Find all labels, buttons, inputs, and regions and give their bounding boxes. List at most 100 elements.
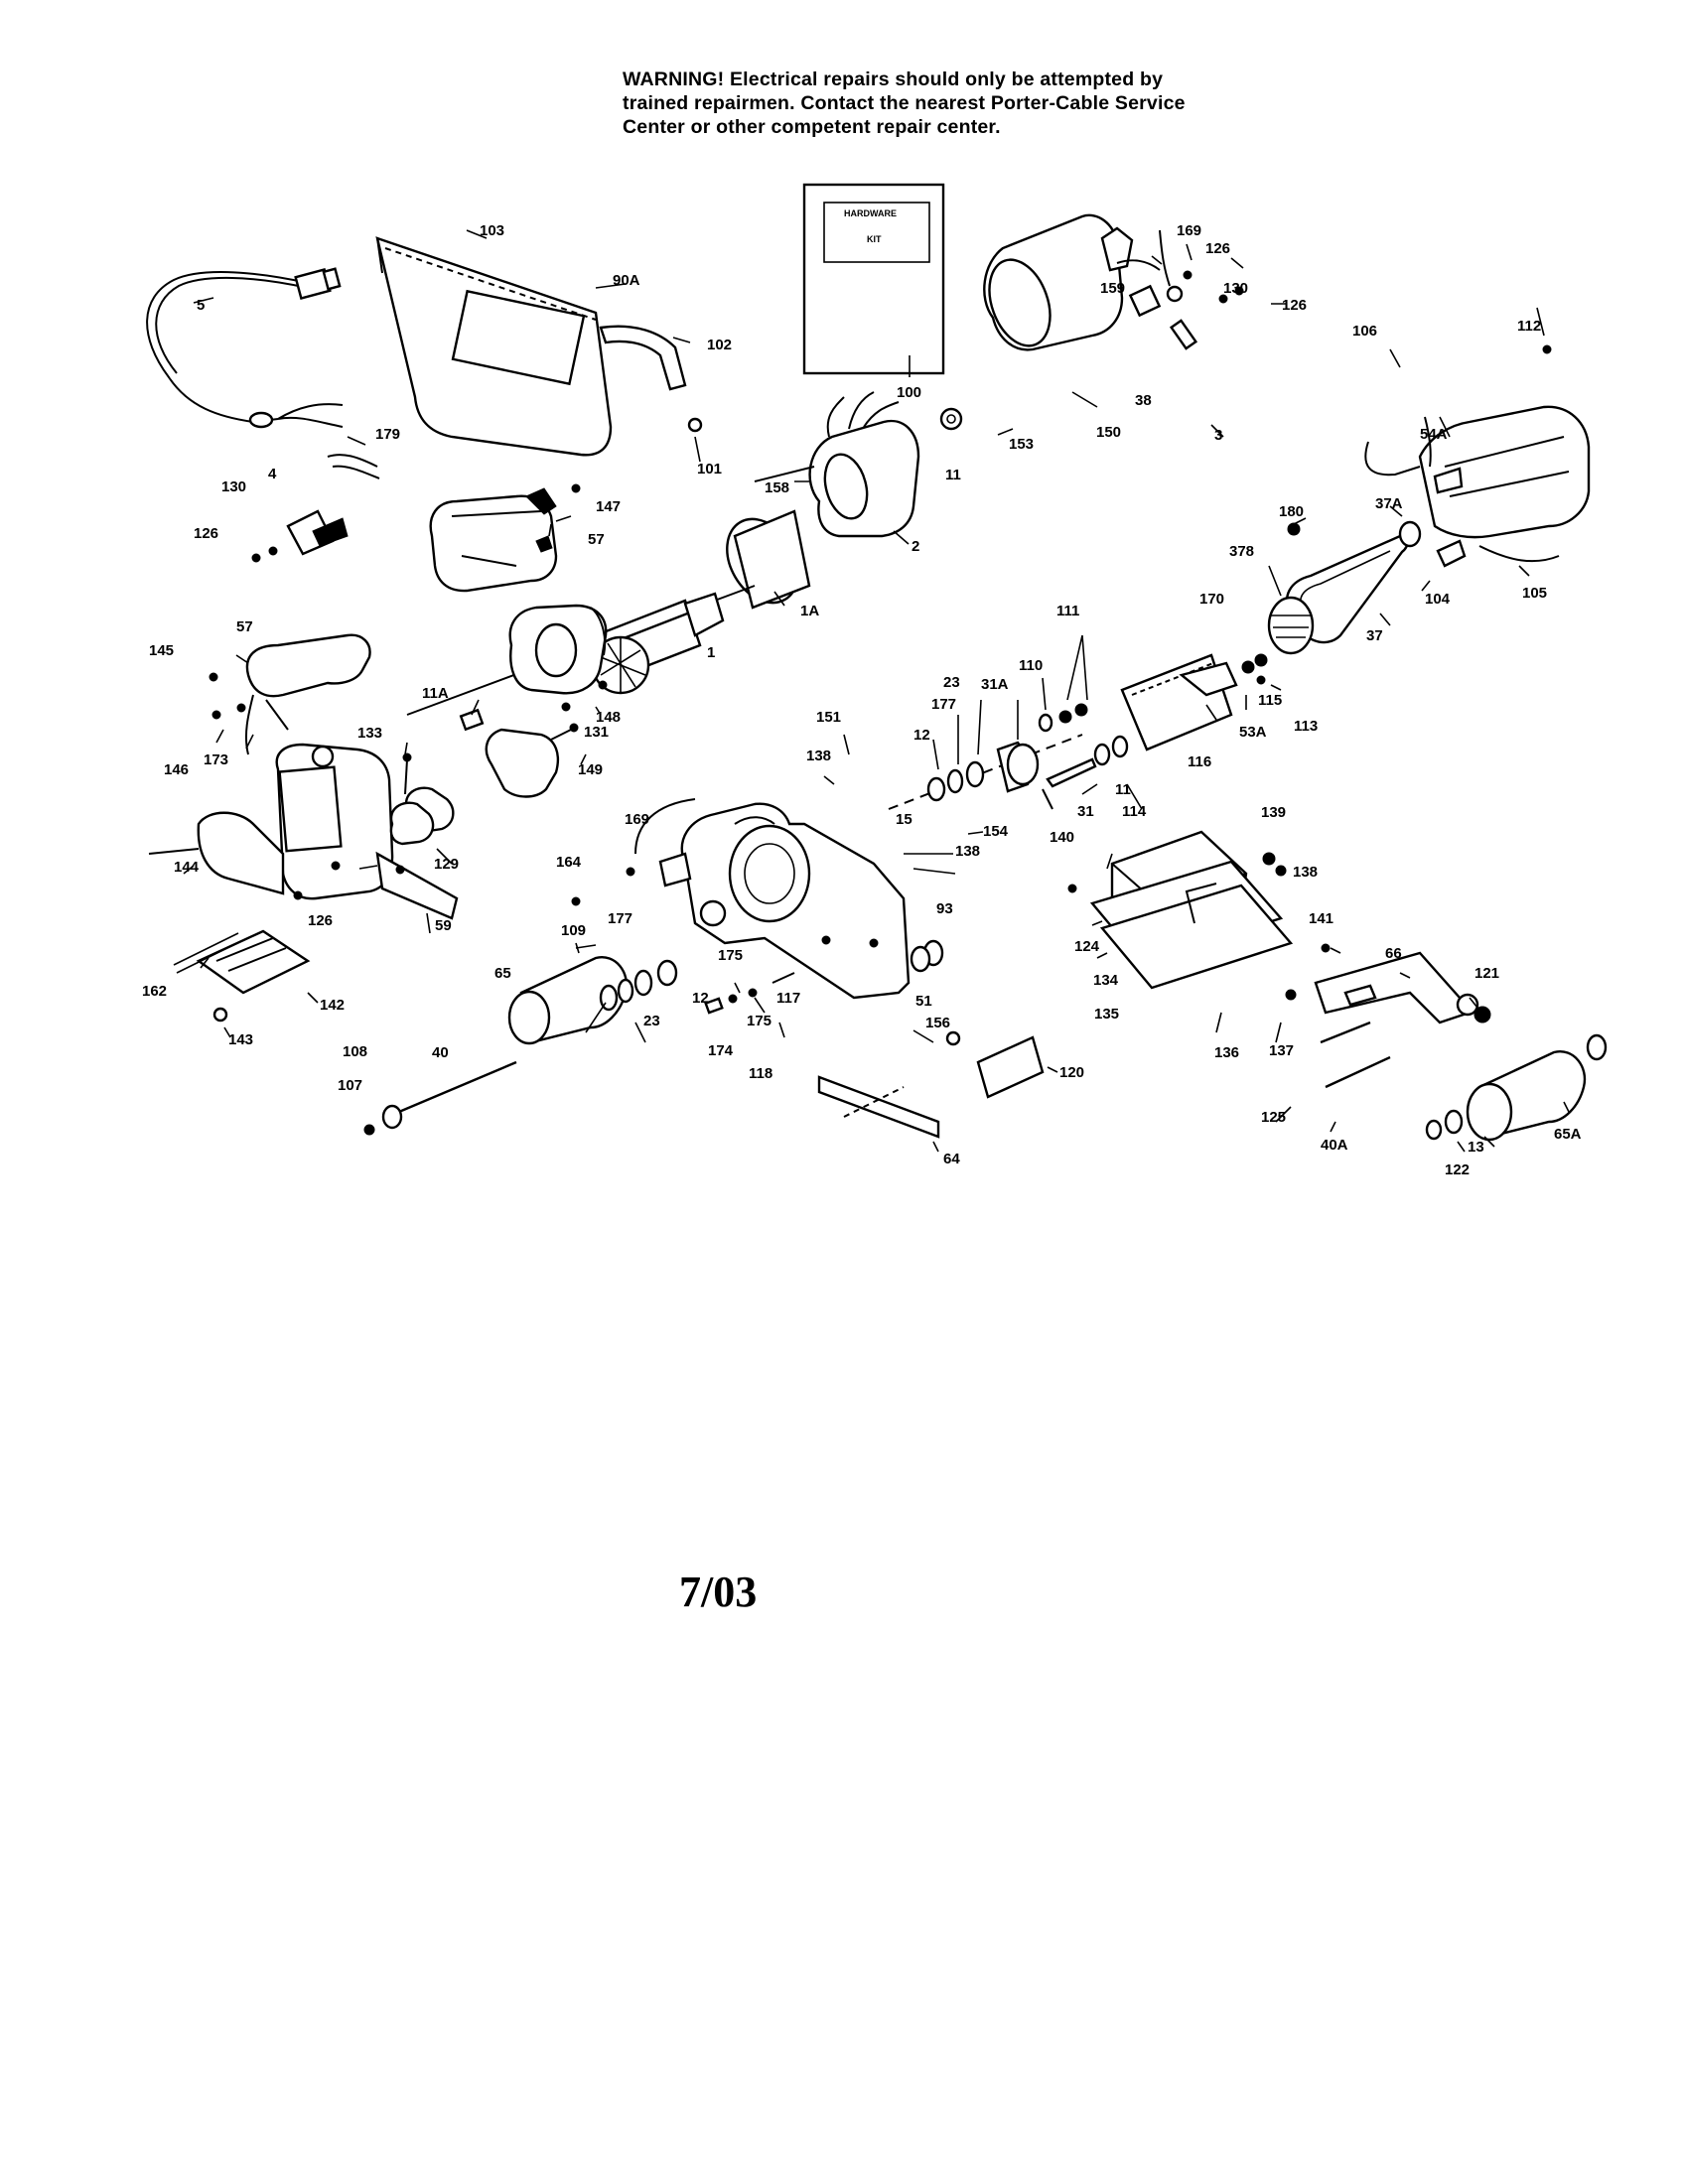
label-31: 31: [1077, 803, 1094, 820]
label-102: 102: [707, 337, 732, 353]
label-149: 149: [578, 761, 603, 778]
label-93: 93: [936, 900, 953, 917]
date-code: 7/03: [679, 1568, 758, 1616]
motor-cap: [983, 213, 1134, 351]
label-122: 122: [1445, 1161, 1470, 1178]
part-labels: 103 90A 5 102 101 100 169 126 159 130 12…: [142, 222, 1582, 1178]
warning-line-2: trained repairmen. Contact the nearest P…: [623, 92, 1186, 114]
label-145: 145: [149, 642, 174, 659]
warning-line-1: WARNING! Electrical repairs should only …: [623, 68, 1164, 90]
label-162: 162: [142, 983, 167, 1000]
label-38: 38: [1135, 392, 1152, 409]
wear-plate: [817, 1030, 1045, 1139]
dust-bag: [375, 236, 703, 457]
rear-cover: [1364, 344, 1591, 568]
label-143: 143: [228, 1031, 253, 1048]
handle-half-upper: [429, 483, 581, 593]
label-124: 124: [1074, 938, 1100, 955]
tension-arm: [1314, 943, 1491, 1089]
label-90a: 90A: [613, 272, 640, 289]
warning-line-3: Center or other competent repair center.: [623, 116, 1001, 138]
label-31a: 31A: [981, 676, 1009, 693]
label-179: 179: [375, 426, 400, 443]
label-112: 112: [1517, 318, 1541, 335]
label-144: 144: [174, 859, 200, 876]
wire-lead: [571, 798, 696, 906]
label-57-upper: 57: [588, 531, 605, 548]
label-142: 142: [320, 997, 345, 1014]
hardware-kit-label-2: KIT: [867, 234, 882, 244]
rear-drum: [1425, 1033, 1608, 1142]
label-40a: 40A: [1321, 1137, 1348, 1154]
label-12-upper: 12: [913, 727, 930, 744]
label-164: 164: [556, 854, 582, 871]
label-110: 110: [1019, 657, 1043, 674]
label-134: 134: [1093, 972, 1119, 989]
label-114: 114: [1122, 803, 1147, 820]
label-151: 151: [816, 709, 841, 726]
label-59: 59: [435, 917, 452, 934]
label-104: 104: [1425, 591, 1451, 608]
hardware-kit-box: HARDWARE KIT: [802, 183, 945, 375]
rear-housing: [148, 743, 459, 920]
label-126-left: 126: [194, 525, 218, 542]
label-115: 115: [1258, 692, 1282, 709]
drive-train: [888, 703, 1129, 973]
brush-holder-parts: [939, 229, 1244, 431]
label-37a: 37A: [1375, 495, 1403, 512]
label-169-mid: 169: [625, 811, 649, 828]
label-125: 125: [1261, 1109, 1286, 1126]
label-126-lower: 126: [308, 912, 333, 929]
label-139: 139: [1261, 804, 1286, 821]
label-133: 133: [357, 725, 382, 742]
platen-plate: [173, 929, 311, 1023]
label-107: 107: [338, 1077, 362, 1094]
label-120: 120: [1059, 1064, 1084, 1081]
dust-chute: [389, 752, 455, 846]
label-129: 129: [434, 856, 459, 873]
label-138-upper: 138: [806, 748, 831, 764]
label-23-upper: 23: [943, 674, 960, 691]
label-118: 118: [749, 1065, 772, 1082]
label-158: 158: [765, 479, 789, 496]
base-shoe: [1067, 830, 1297, 1001]
label-136: 136: [1214, 1044, 1239, 1061]
label-1a: 1A: [800, 603, 819, 619]
field-coil: [754, 391, 920, 538]
switch: [251, 454, 380, 563]
label-180: 180: [1279, 503, 1304, 520]
label-126-right: 126: [1282, 297, 1307, 314]
exploded-parts-diagram: HARDWARE KIT: [142, 183, 1608, 1178]
label-159: 159: [1100, 280, 1125, 297]
label-148: 148: [596, 709, 621, 726]
label-177-upper: 177: [931, 696, 956, 713]
label-66: 66: [1385, 945, 1402, 962]
end-bracket: [459, 604, 608, 732]
front-drum: [363, 956, 795, 1136]
label-130-top: 130: [1223, 280, 1248, 297]
label-37: 37: [1366, 627, 1383, 644]
label-137: 137: [1269, 1042, 1294, 1059]
label-101: 101: [697, 461, 722, 478]
label-5: 5: [197, 297, 205, 314]
label-51: 51: [915, 993, 932, 1010]
label-108: 108: [343, 1043, 367, 1060]
label-1: 1: [707, 644, 715, 661]
label-109: 109: [561, 922, 586, 939]
label-154: 154: [983, 823, 1009, 840]
label-13: 13: [1468, 1139, 1484, 1156]
label-113: 113: [1294, 718, 1318, 735]
label-106: 106: [1352, 323, 1377, 340]
label-131: 131: [584, 724, 609, 741]
label-175-upper: 175: [718, 947, 743, 964]
label-40: 40: [432, 1044, 449, 1061]
label-11a: 11A: [422, 685, 449, 702]
label-153: 153: [1009, 436, 1034, 453]
label-130-left: 130: [221, 478, 246, 495]
gear-cover: [1120, 653, 1268, 751]
label-150: 150: [1096, 424, 1121, 441]
label-64: 64: [943, 1151, 960, 1167]
label-175-lower: 175: [747, 1013, 772, 1029]
label-138-right: 138: [1293, 864, 1318, 881]
label-117: 117: [776, 990, 800, 1007]
